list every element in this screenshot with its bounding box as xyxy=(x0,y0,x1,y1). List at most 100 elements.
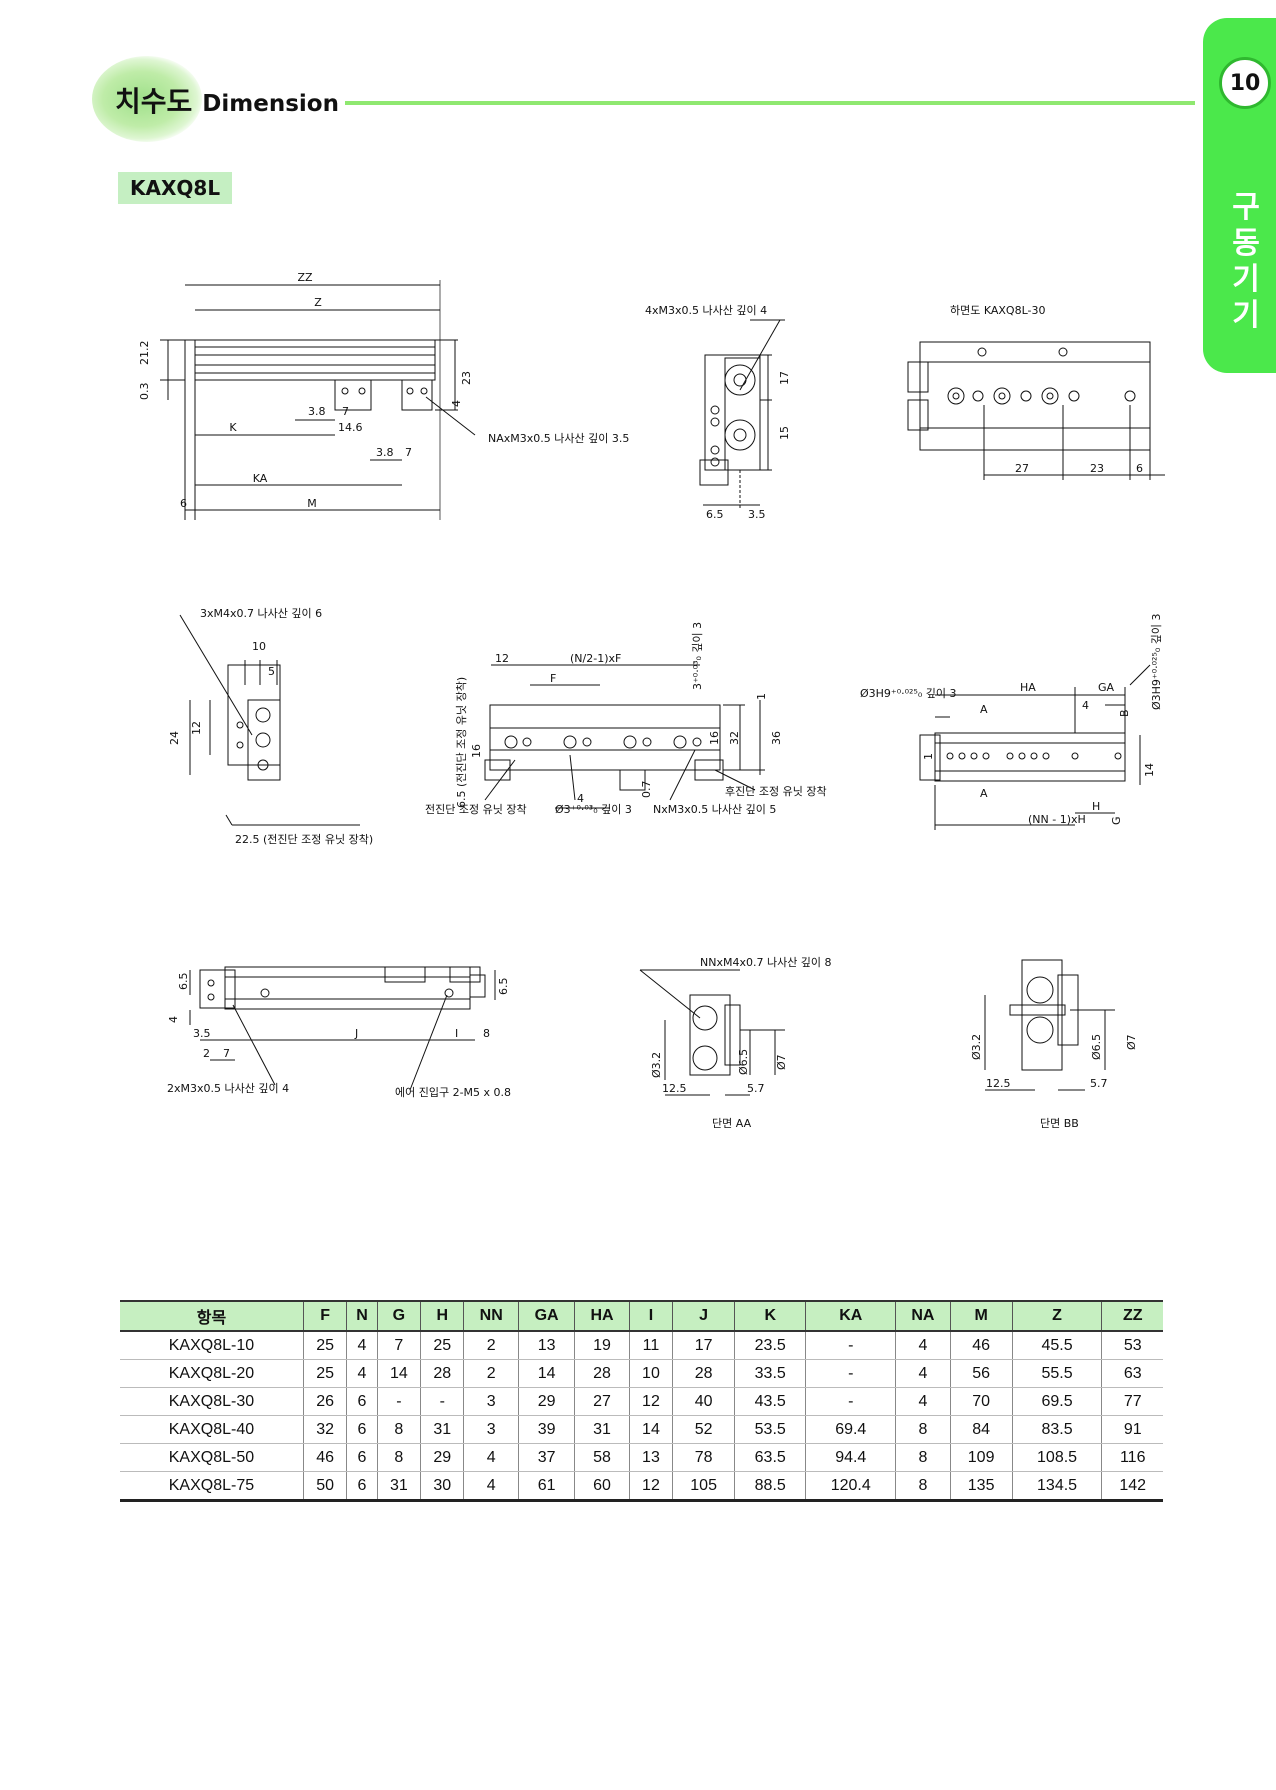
dim-0-3: 0.3 xyxy=(138,383,151,401)
dim-12: 12 xyxy=(495,652,509,665)
table-model-cell: KAXQ8L-20 xyxy=(120,1359,304,1388)
chapter-number: 10 xyxy=(1219,57,1271,109)
table-cell: 109 xyxy=(949,1443,1013,1472)
table-cell: 30 xyxy=(420,1471,464,1501)
table-cell: 10 xyxy=(628,1359,673,1388)
table-cell: 2 xyxy=(463,1331,519,1360)
dim-a-top: A xyxy=(980,703,988,716)
dim-6-5-left: 6.5 xyxy=(177,973,190,991)
table-cell: 8 xyxy=(895,1415,951,1444)
table-header-cell: G xyxy=(376,1300,421,1332)
table-cell: 6 xyxy=(346,1415,378,1444)
table-cell: 69.5 xyxy=(1011,1387,1102,1416)
table-cell: 13 xyxy=(628,1443,673,1472)
dim-n-f: (N/2-1)xF xyxy=(570,652,621,665)
dim-14: 14 xyxy=(1143,763,1156,777)
table-cell: 14 xyxy=(517,1359,575,1388)
dim-j: J xyxy=(354,1027,358,1040)
dim-7: 7 xyxy=(223,1047,230,1060)
dim-4: 4 xyxy=(450,400,463,407)
dim-5-7: 5.7 xyxy=(1090,1077,1108,1090)
table-cell: 8 xyxy=(376,1443,421,1472)
dim-m: M xyxy=(307,497,317,510)
table-cell: 17 xyxy=(672,1331,735,1360)
table-cell: 4 xyxy=(895,1359,951,1388)
table-cell: 19 xyxy=(574,1331,630,1360)
table-cell: 63 xyxy=(1101,1359,1163,1388)
note-22-5-stopper: 22.5 (전진단 조정 유닛 장착) xyxy=(235,833,373,846)
dim-zz: ZZ xyxy=(297,271,313,284)
table-cell: 45.5 xyxy=(1011,1331,1102,1360)
section-bb-caption: 단면 BB xyxy=(1040,1117,1079,1130)
title-english: Dimension xyxy=(202,91,339,117)
table-cell: 70 xyxy=(949,1387,1013,1416)
table-header-cell: H xyxy=(420,1300,464,1332)
table-cell: 6 xyxy=(346,1443,378,1472)
section-aa-caption: 단면 AA xyxy=(712,1117,752,1130)
dim-4: 4 xyxy=(577,792,584,805)
table-header-cell: F xyxy=(302,1300,347,1332)
drawing-section-bb: Ø3.2 Ø6.5 Ø7 12.5 5.7 단면 BB xyxy=(970,959,1138,1130)
dim-16b: 16 xyxy=(708,731,721,745)
table-cell: 28 xyxy=(420,1359,464,1388)
dim-5: 5 xyxy=(268,665,275,678)
dim-8: 8 xyxy=(483,1027,490,1040)
table-cell: - xyxy=(376,1387,421,1416)
table-cell: 142 xyxy=(1101,1471,1163,1501)
note-n-thread: NxM3x0.5 나사산 깊이 5 xyxy=(653,803,776,816)
table-model-cell: KAXQ8L-75 xyxy=(120,1471,304,1501)
table-cell: 84 xyxy=(949,1415,1013,1444)
table-cell: 50 xyxy=(302,1471,347,1501)
table-cell: 29 xyxy=(420,1443,464,1472)
dim-i: I xyxy=(455,1027,458,1040)
table-cell: 52 xyxy=(672,1415,735,1444)
note-air-port: 에어 진입구 2-M5 x 0.8 xyxy=(395,1086,511,1099)
table-cell: 25 xyxy=(302,1331,347,1360)
dim-h: H xyxy=(1092,800,1100,813)
table-model-cell: KAXQ8L-30 xyxy=(120,1387,304,1416)
drawing-bottom-dims: Ø3H9⁺⁰·⁰²⁵₀ 깊이 3 HA GA A 4 B 1 14 A H G … xyxy=(860,613,1163,830)
dim-16a: 16 xyxy=(470,744,483,758)
table-cell: 135 xyxy=(949,1471,1013,1501)
table-cell: 116 xyxy=(1101,1443,1163,1472)
dim-6-5-stopper: 6.5 (전진단 조정 유닛 장착) xyxy=(455,677,468,808)
table-cell: 31 xyxy=(376,1471,421,1501)
table-cell: 33.5 xyxy=(734,1359,806,1388)
dim-hole-depth-3: 3⁺⁰·⁰³₀ 깊이 3 xyxy=(691,622,704,690)
table-header-cell: NN xyxy=(463,1300,519,1332)
table-cell: 8 xyxy=(895,1471,951,1501)
table-cell: 27 xyxy=(574,1387,630,1416)
table-cell: 13 xyxy=(517,1331,575,1360)
table-cell: 61 xyxy=(517,1471,575,1501)
dim-3-5: 3.5 xyxy=(748,508,766,521)
table-cell: 8 xyxy=(895,1443,951,1472)
dim-15: 15 xyxy=(778,426,791,440)
table-cell: 29 xyxy=(517,1387,575,1416)
table-cell: 78 xyxy=(672,1443,735,1472)
dim-ha: HA xyxy=(1020,681,1036,694)
drawing-section-aa: NNxM4x0.7 나사산 깊이 8 Ø3.2 Ø6.5 Ø7 12.5 5.7… xyxy=(639,956,832,1130)
table-cell: 63.5 xyxy=(734,1443,806,1472)
dim-g: G xyxy=(1110,816,1123,825)
dim-32: 32 xyxy=(728,731,741,745)
dim-21-2: 21.2 xyxy=(138,341,151,366)
dim-12: 12 xyxy=(190,721,203,735)
table-model-cell: KAXQ8L-50 xyxy=(120,1443,304,1472)
table-cell: 39 xyxy=(517,1415,575,1444)
dim-phi7: Ø7 xyxy=(1125,1034,1138,1050)
table-header-cell: J xyxy=(672,1300,735,1332)
table-cell: - xyxy=(420,1387,464,1416)
dim-36: 36 xyxy=(770,731,783,745)
dim-phi3h9: Ø3H9⁺⁰·⁰²⁵₀ 깊이 3 xyxy=(860,687,957,700)
table-header-cell: HA xyxy=(574,1300,630,1332)
table-cell: 4 xyxy=(895,1387,951,1416)
table-cell: 55.5 xyxy=(1011,1359,1102,1388)
table-header-cell: NA xyxy=(895,1300,951,1332)
table-cell: 53 xyxy=(1101,1331,1163,1360)
note-2xm3-thread: 2xM3x0.5 나사산 깊이 4 xyxy=(167,1082,289,1095)
table-cell: 31 xyxy=(420,1415,464,1444)
